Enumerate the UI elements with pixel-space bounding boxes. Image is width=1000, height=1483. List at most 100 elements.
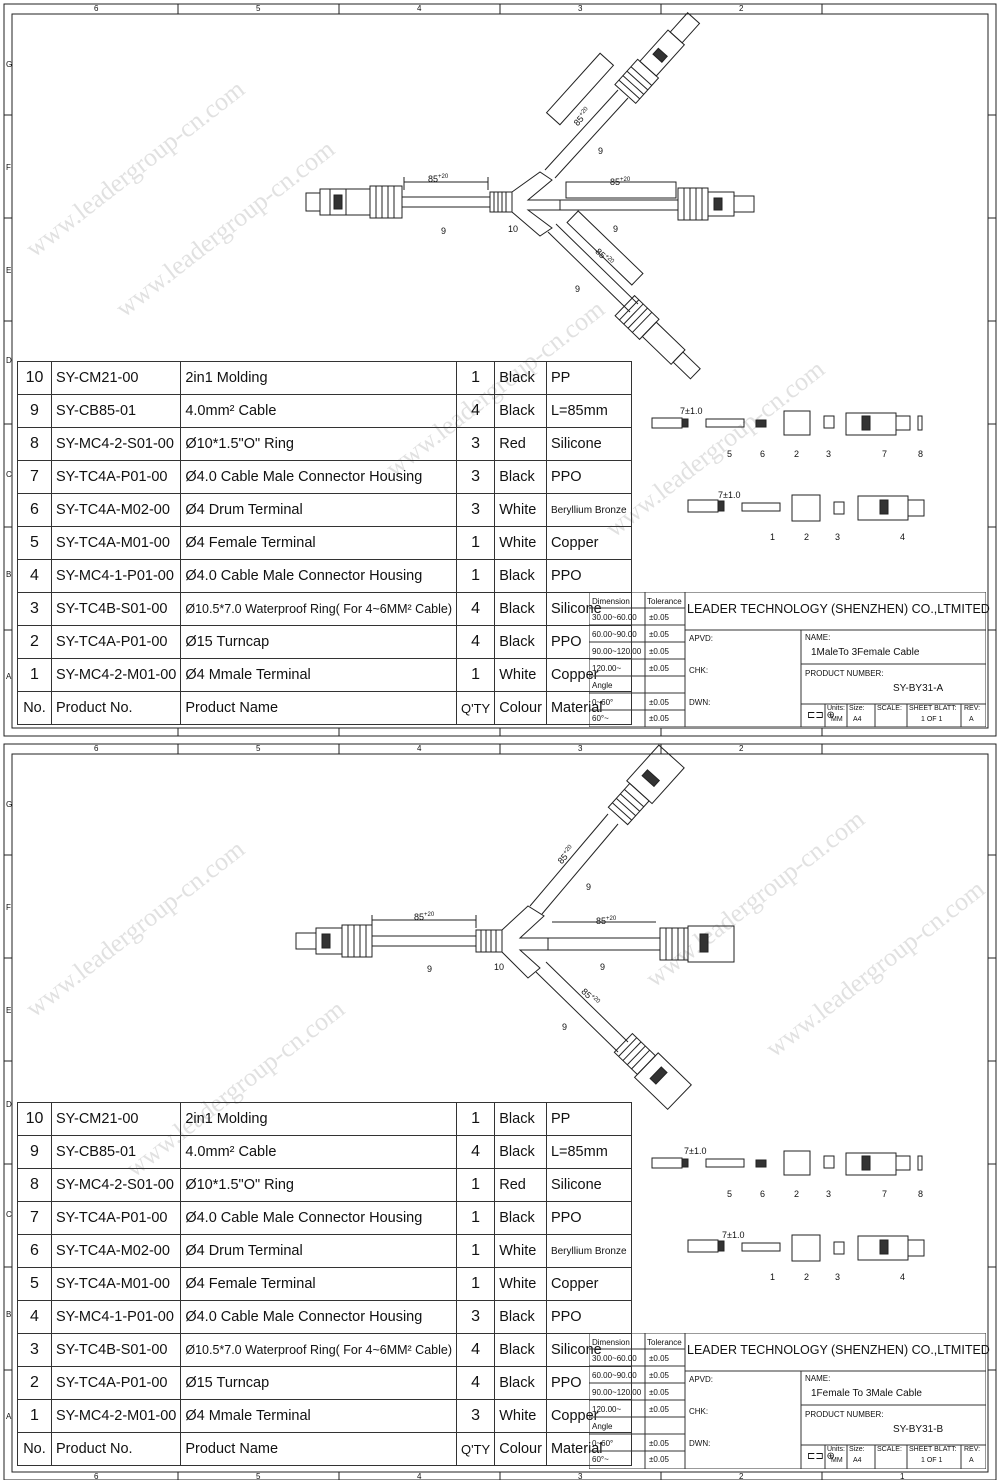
tolerance-dim: Angle	[592, 681, 613, 690]
size-value: A4	[853, 1457, 862, 1464]
item-no: 10	[17, 1102, 52, 1136]
qty: 4	[456, 1333, 496, 1367]
colour: White	[494, 1267, 547, 1301]
rev-label: REV:	[964, 705, 981, 712]
ruler-side-f: F	[6, 903, 11, 912]
product-name: Ø4.0 Cable Male Connector Housing	[180, 559, 458, 593]
tolerance-dimension-header: Dimension	[592, 1338, 630, 1347]
projection-symbol-icon: ⊏⊐ ⊕	[807, 1451, 835, 1462]
product-number: SY-BY31-B	[893, 1424, 944, 1435]
product-name: Ø4 Mmale Terminal	[180, 658, 458, 692]
material: Copper	[545, 526, 632, 560]
material: Silicone	[545, 427, 632, 461]
colour: Black	[494, 592, 547, 626]
colour: Black	[494, 361, 547, 395]
colour: Red	[494, 427, 547, 461]
rev-value: A	[969, 1457, 974, 1464]
company-name: LEADER TECHNOLOGY (SHENZHEN) CO.,LTMITED	[687, 1343, 990, 1357]
qty: 4	[456, 625, 496, 659]
tolerance-dim: 60°~	[592, 714, 609, 723]
colour: Black	[494, 1102, 547, 1136]
product-no: SY-CM21-00	[50, 1102, 182, 1136]
dim-label: 85+20	[596, 916, 617, 926]
item-no: 3	[17, 592, 52, 626]
item-no: 2	[17, 1366, 52, 1400]
callout-molding: 10	[494, 962, 505, 972]
product-no: SY-TC4A-M01-00	[50, 1267, 182, 1301]
part-callout: 5	[727, 1189, 733, 1199]
callout-cable: 9	[441, 226, 447, 236]
product-name: Ø4.0 Cable Male Connector Housing	[180, 1300, 458, 1334]
qty: 1	[456, 1201, 496, 1235]
product-name: Ø10*1.5"O" Ring	[180, 1168, 458, 1202]
qty: 4	[456, 1366, 496, 1400]
units-value: MM	[831, 716, 843, 723]
ruler-top-6: 6	[94, 744, 99, 753]
part-callout: 2	[804, 532, 810, 542]
tolerance-value: ±0.05	[649, 714, 669, 723]
material: PP	[545, 1102, 632, 1136]
product-name: 4.0mm² Cable	[180, 394, 458, 428]
callout-cable: 9	[562, 1022, 568, 1032]
units-label: Units:	[827, 705, 845, 712]
product-no: SY-TC4B-S01-00	[50, 592, 182, 626]
apvd-label: APVD:	[689, 1375, 714, 1384]
item-no: 1	[17, 658, 52, 692]
colour: Black	[494, 559, 547, 593]
callout-cable: 9	[586, 882, 592, 892]
colour: Black	[494, 625, 547, 659]
colour: White	[494, 526, 547, 560]
qty: 3	[456, 460, 496, 494]
ruler-top-4: 4	[417, 4, 422, 13]
product-name: Ø10.5*7.0 Waterproof Ring( For 4~6MM² Ca…	[180, 1333, 458, 1367]
ruler-side-b: B	[6, 570, 12, 579]
ruler-side-a: A	[6, 672, 12, 681]
ruler-side-e: E	[6, 266, 12, 275]
dim-label: 85+20	[428, 174, 449, 184]
tolerance-value: ±0.05	[649, 664, 669, 673]
colour: White	[494, 493, 547, 527]
part-callout: 3	[826, 449, 832, 459]
callout-cable: 9	[600, 962, 606, 972]
item-no: 1	[17, 1399, 52, 1433]
item-no: 2	[17, 625, 52, 659]
scale-label: SCALE:	[877, 1446, 902, 1453]
product-no: SY-TC4A-P01-00	[50, 1201, 182, 1235]
qty: 4	[456, 592, 496, 626]
sheet-value: 1 OF 1	[921, 1457, 943, 1464]
material: PPO	[545, 1300, 632, 1334]
item-no: 4	[17, 1300, 52, 1334]
header-qty: Q'TY	[456, 1432, 496, 1466]
header-product-name: Product Name	[180, 1432, 458, 1466]
qty: 4	[456, 1135, 496, 1169]
product-name: Ø4 Mmale Terminal	[180, 1399, 458, 1433]
name-label: NAME:	[805, 633, 831, 642]
tolerance-value: ±0.05	[649, 1455, 669, 1464]
tolerance-dim: 30.00~60.00	[592, 1354, 637, 1363]
tolerance-dim: Angle	[592, 1422, 613, 1431]
header-no: No.	[17, 1432, 52, 1466]
header-product-no: Product No.	[50, 1432, 182, 1466]
tolerance-value: ±0.05	[649, 630, 669, 639]
part-callout: 2	[794, 449, 800, 459]
ruler-bottom-5: 5	[256, 1472, 261, 1481]
product-no: SY-TC4A-P01-00	[50, 1366, 182, 1400]
scale-label: SCALE:	[877, 705, 902, 712]
product-no: SY-MC4-1-P01-00	[50, 1300, 182, 1334]
ruler-top-2: 2	[739, 744, 744, 753]
dim-label: 85+20	[414, 912, 435, 922]
part-callout: 1	[770, 532, 776, 542]
tolerance-value: ±0.05	[649, 1405, 669, 1414]
tolerance-dim: 120.00~	[592, 1405, 622, 1414]
